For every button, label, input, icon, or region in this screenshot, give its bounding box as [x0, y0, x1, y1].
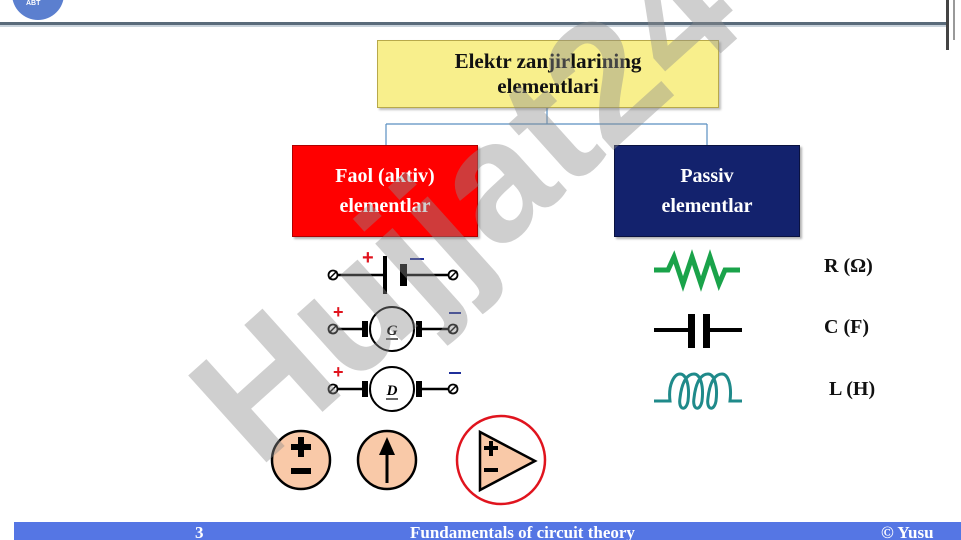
right-edge-bar: [946, 0, 949, 50]
capacitor-symbol: [654, 314, 742, 348]
capacitor-plate-right: [703, 314, 710, 348]
root-node-line2: elementlari: [497, 74, 599, 98]
resistor-zigzag: [654, 249, 740, 292]
footer-title: Fundamentals of circuit theory: [410, 523, 635, 540]
op-amp-minus: [484, 468, 498, 472]
footer-copyright: © Yusu: [881, 523, 934, 540]
motor-terminal-right-slash: [448, 384, 458, 394]
battery-short-plate: [400, 264, 407, 286]
active-elements-node: Faol (aktiv) elementlar: [292, 145, 478, 237]
generator-brush-right: [416, 321, 422, 337]
inductor-symbol: [654, 372, 742, 410]
motor-symbol: + D: [327, 362, 461, 412]
voltage-source-circle: [270, 429, 332, 491]
op-amp-plus-horizontal: [484, 446, 498, 450]
motor-brush-right: [416, 381, 422, 397]
motor-terminal-left-slash: [328, 384, 338, 394]
current-source-arrow-head: [379, 437, 395, 455]
battery-terminal-right-slash: [448, 270, 458, 280]
voltage-source-plus-horizontal: [291, 444, 311, 450]
inductor-unit-label: L (H): [829, 378, 876, 400]
top-rule: [0, 22, 948, 25]
generator-plus-sign: +: [333, 302, 344, 322]
passive-elements-line2: elementlar: [661, 195, 753, 217]
battery-symbol: +: [327, 247, 459, 294]
resistor-symbol: [654, 249, 740, 292]
passive-elements-line1: Passiv: [680, 165, 734, 187]
battery-terminal-left-slash: [328, 270, 338, 280]
generator-terminal-left-slash: [328, 324, 338, 334]
root-node: Elektr zanjirlarining elementlari: [377, 40, 719, 108]
inductor-coil: [654, 372, 742, 410]
footer-bar: 3 Fundamentals of circuit theory © Yusu: [14, 522, 961, 540]
top-bar: ABT: [0, 0, 961, 50]
logo-text: ABT: [26, 0, 41, 7]
generator-brush-left: [362, 321, 368, 337]
voltage-source-minus: [291, 468, 311, 474]
op-amp-symbol: [455, 414, 547, 506]
root-node-line1: Elektr zanjirlarining: [454, 48, 642, 73]
right-edge-bar-light: [953, 0, 955, 40]
battery-plus-sign: +: [362, 247, 374, 269]
current-source-symbol: [356, 429, 418, 491]
resistor-unit-label: R (Ω): [824, 255, 873, 277]
motor-letter: D: [386, 383, 398, 399]
capacitor-plate-left: [688, 314, 695, 348]
generator-letter: G: [387, 323, 398, 339]
tree-connectors: [385, 106, 708, 145]
passive-elements-node: Passiv elementlar: [614, 145, 800, 237]
generator-symbol: + G: [327, 302, 461, 352]
active-elements-line1: Faol (aktiv): [335, 165, 435, 187]
motor-plus-sign: +: [333, 362, 344, 382]
voltage-source-symbol: [270, 429, 332, 491]
generator-circle: [369, 306, 415, 352]
battery-long-plate: [383, 256, 387, 294]
generator-terminal-right-slash: [448, 324, 458, 334]
footer-page-number: 3: [195, 523, 204, 540]
university-logo: ABT: [12, 0, 64, 20]
capacitor-unit-label: C (F): [824, 316, 869, 338]
active-elements-line2: elementlar: [339, 195, 431, 217]
motor-brush-left: [362, 381, 368, 397]
top-rule-light: [0, 25, 948, 27]
motor-circle: [369, 366, 415, 412]
